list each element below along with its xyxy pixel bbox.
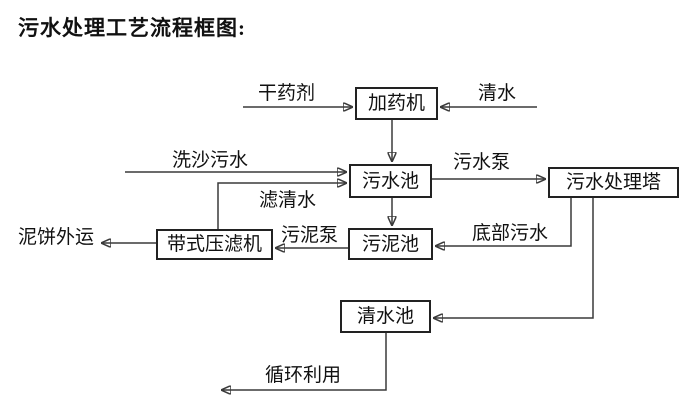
edge-bottom-sewage-line — [436, 198, 572, 246]
node-dosing-machine: 加药机 — [355, 87, 438, 120]
edge-label-recycle-use: 循环利用 — [265, 365, 342, 386]
edge-tower-to-clean-pool-line — [434, 198, 594, 318]
edge-label-sludge-pump: 污泥泵 — [281, 225, 339, 246]
node-sewage-pool: 污水池 — [349, 164, 432, 198]
node-clean-water-pool: 清水池 — [340, 300, 431, 333]
edge-filtered-water-line — [217, 183, 346, 229]
edge-label-bottom-sewage: 底部污水 — [472, 223, 549, 244]
edge-label-sand-wash-sewage: 洗沙污水 — [172, 150, 249, 171]
node-treatment-tower: 污水处理塔 — [548, 167, 679, 198]
edge-label-mud-cake-out: 泥饼外运 — [18, 227, 95, 248]
node-belt-filter-press: 带式压滤机 — [156, 229, 273, 260]
node-sludge-pool: 污泥池 — [348, 228, 433, 260]
edge-recycle-use-line — [222, 333, 387, 390]
edge-label-clean-water: 清水 — [478, 83, 517, 104]
edge-label-dry-agent: 干药剂 — [258, 83, 316, 104]
edge-label-filtered-water: 滤清水 — [259, 190, 317, 211]
edge-label-sewage-pump: 污水泵 — [453, 152, 511, 173]
diagram-title: 污水处理工艺流程框图: — [18, 16, 246, 40]
